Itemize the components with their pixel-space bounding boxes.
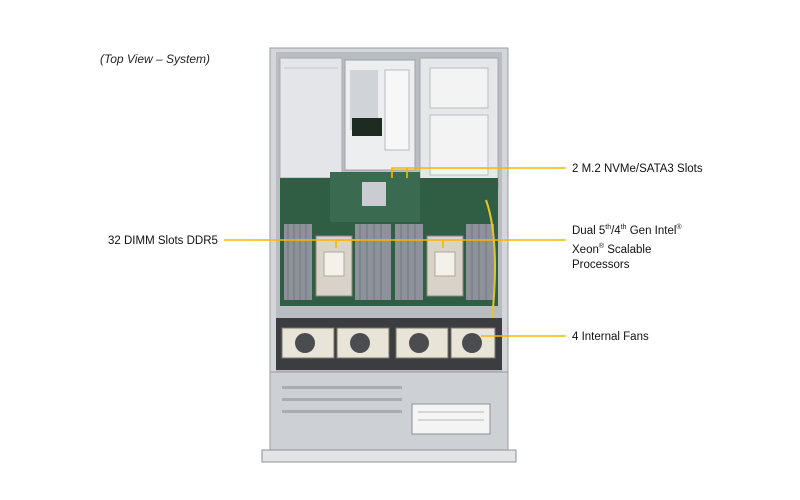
fans bbox=[281, 327, 496, 359]
front-bezel bbox=[261, 449, 517, 463]
processors-label-line3: Processors bbox=[572, 258, 630, 271]
dimm-slots bbox=[284, 224, 494, 300]
fans-label: 4 Internal Fans bbox=[572, 331, 649, 343]
processors-label-line1: Dual 5th/4th Gen Intel® bbox=[572, 224, 682, 237]
processors-label: Dual 5th/4th Gen Intel® Xeon® Scalable P… bbox=[572, 220, 682, 273]
psu-bay-left bbox=[279, 57, 343, 179]
system-label-sticker bbox=[411, 403, 491, 435]
processors-label-line2: Xeon® Scalable bbox=[572, 242, 652, 256]
view-caption: (Top View – System) bbox=[100, 52, 211, 66]
m2-slots-label: 2 M.2 NVMe/SATA3 Slots bbox=[572, 163, 703, 175]
callout-lines bbox=[224, 167, 566, 337]
dimm-slots-label: 32 DIMM Slots DDR5 bbox=[108, 235, 218, 247]
cpu-callout-line bbox=[335, 239, 566, 248]
